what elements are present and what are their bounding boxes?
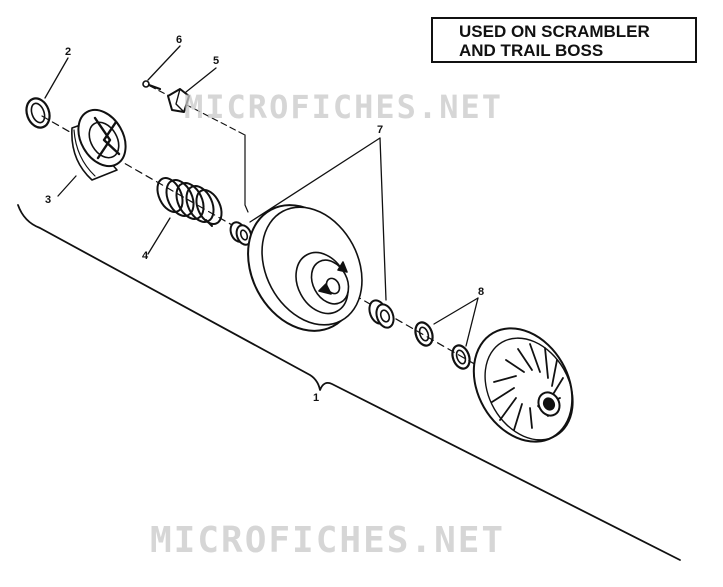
usage-note: USED ON SCRAMBLER AND TRAIL BOSS	[431, 17, 697, 63]
pin-axis	[149, 85, 246, 136]
usage-note-line-2: AND TRAIL BOSS	[459, 41, 604, 60]
usage-note-line-1: USED ON SCRAMBLER	[459, 22, 650, 41]
stationary-sheave	[472, 327, 574, 443]
callout-3: 3	[45, 194, 52, 206]
callout-2: 2	[65, 46, 72, 58]
part-6-pin	[142, 80, 162, 91]
part-4-spring	[156, 177, 223, 227]
part-5-button	[167, 88, 190, 113]
watermark-top: MICROFICHES.NET	[184, 88, 503, 126]
moveable-sheave	[247, 204, 363, 332]
callout-7: 7	[377, 124, 384, 136]
assembly-bracket-part-1	[17, 204, 681, 561]
callout-6: 6	[176, 34, 183, 46]
watermark-bottom: MICROFICHES.NET	[150, 520, 506, 561]
callout-4: 4	[142, 250, 149, 262]
part-3-cam	[71, 108, 127, 181]
leader-lines	[44, 45, 479, 347]
part-8-washers	[414, 321, 471, 370]
callout-1: 1	[313, 392, 320, 404]
callout-5: 5	[213, 55, 220, 67]
part-2-snap-ring	[25, 97, 51, 129]
pin-guide-line	[244, 134, 249, 213]
callout-8: 8	[478, 286, 485, 298]
part-7-bushing-lower	[368, 299, 395, 329]
